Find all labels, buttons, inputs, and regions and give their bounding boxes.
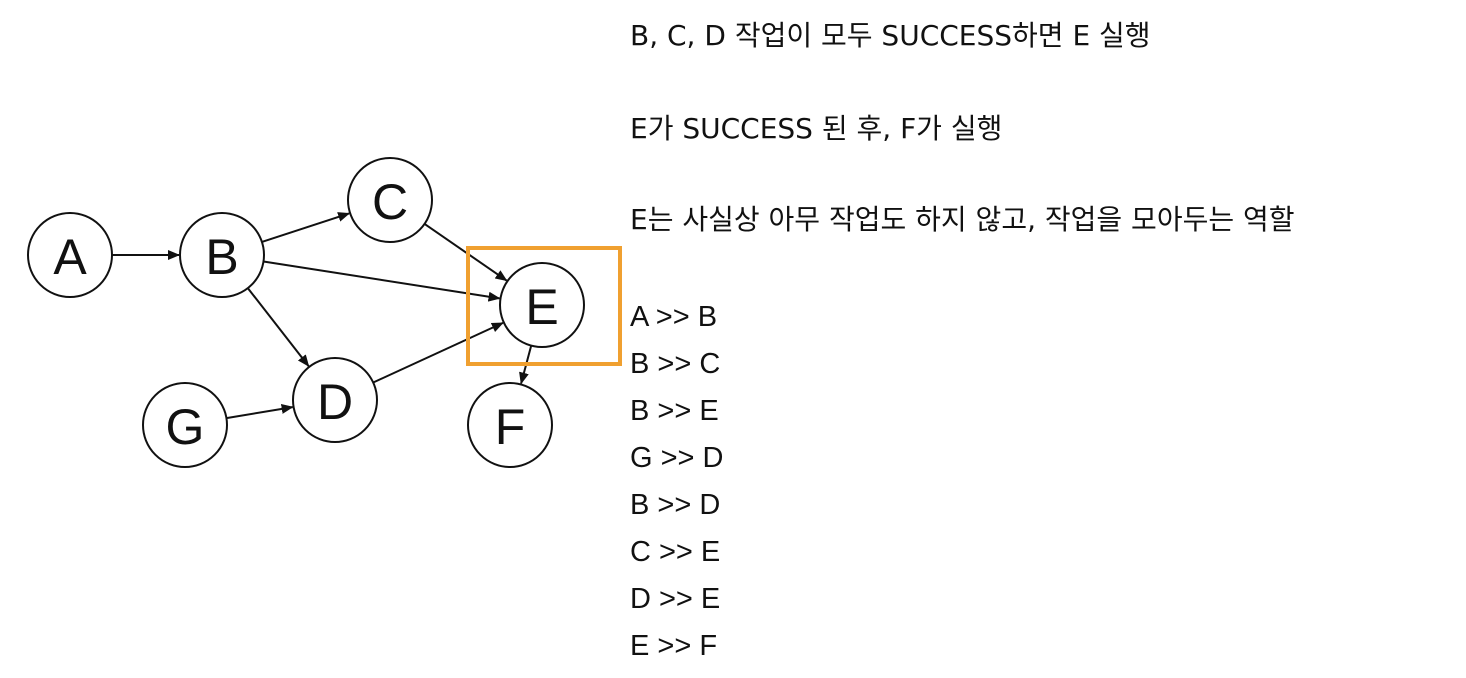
dependency-item: D >> E — [630, 583, 721, 615]
dependency-list: A >> B B >> C B >> E G >> D B >> D C >> … — [630, 300, 724, 676]
dependency-item: C >> E — [630, 536, 721, 568]
edge-g-d — [226, 403, 294, 420]
node-label: C — [372, 174, 408, 230]
note-line-3: E는 사실상 아무 작업도 하지 않고, 작업을 모아두는 역할 — [630, 203, 1295, 236]
node-circle — [27, 212, 113, 298]
edge-d-e — [372, 321, 504, 384]
node-circle — [467, 382, 553, 468]
node-label: D — [317, 374, 353, 430]
dependency-item: B >> E — [630, 395, 719, 427]
dependency-item: B >> D — [630, 489, 721, 521]
node-circle — [179, 212, 265, 298]
node-label: B — [205, 229, 238, 285]
edges-layer — [112, 212, 533, 420]
dependency-item: G >> D — [630, 442, 724, 474]
nodes-layer: A B C D E F G — [27, 157, 585, 468]
node-circle — [499, 262, 585, 348]
node-g: G — [142, 382, 228, 468]
dependency-item: B >> C — [630, 348, 721, 380]
edge-b-d — [247, 287, 310, 367]
node-circle — [347, 157, 433, 243]
edge-b-c — [261, 212, 351, 243]
node-label: G — [166, 399, 205, 455]
node-label: E — [525, 279, 558, 335]
edge-c-e — [424, 223, 508, 282]
node-d: D — [292, 357, 378, 443]
node-f: F — [467, 382, 553, 468]
node-b: B — [179, 212, 265, 298]
highlight-box — [466, 246, 622, 366]
node-circle — [292, 357, 378, 443]
note-line-2: E가 SUCCESS 된 후, F가 실행 — [630, 112, 1003, 145]
node-label: F — [495, 399, 526, 455]
edge-b-e — [263, 260, 501, 302]
node-c: C — [347, 157, 433, 243]
dependency-item: A >> B — [630, 301, 718, 333]
node-circle — [142, 382, 228, 468]
dependency-item: E >> F — [630, 630, 718, 662]
node-a: A — [27, 212, 113, 298]
node-label: A — [53, 229, 87, 285]
dag-diagram: A B C D E F G — [27, 157, 622, 468]
node-e: E — [499, 262, 585, 348]
note-line-1: B, C, D 작업이 모두 SUCCESS하면 E 실행 — [630, 19, 1151, 52]
